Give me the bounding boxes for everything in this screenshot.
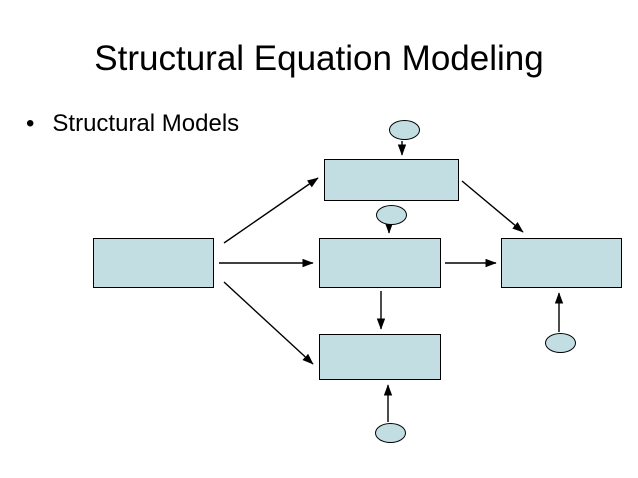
error-center-ellipse[interactable] — [376, 205, 407, 225]
error-top-ellipse[interactable] — [389, 120, 420, 140]
page-title: Structural Equation Modeling — [94, 39, 544, 78]
error-bottom-ellipse[interactable] — [375, 423, 406, 443]
edge-exogenous-to-mediator-bottom — [223, 281, 314, 365]
outcome-box[interactable] — [501, 238, 622, 288]
mediator-center-box[interactable] — [319, 238, 441, 288]
bullet-item: • Structural Models — [26, 110, 386, 138]
bullet-label: Structural Models — [52, 110, 240, 137]
edge-mediator-to-outcome-top — [461, 180, 524, 233]
error-right-ellipse[interactable] — [545, 333, 576, 353]
edge-exogenous-to-mediator-top — [223, 177, 319, 244]
exogenous-box[interactable] — [93, 238, 214, 288]
mediator-bottom-box[interactable] — [319, 334, 441, 380]
bullet-marker: • — [26, 110, 35, 137]
mediator-top-box[interactable] — [324, 159, 459, 201]
